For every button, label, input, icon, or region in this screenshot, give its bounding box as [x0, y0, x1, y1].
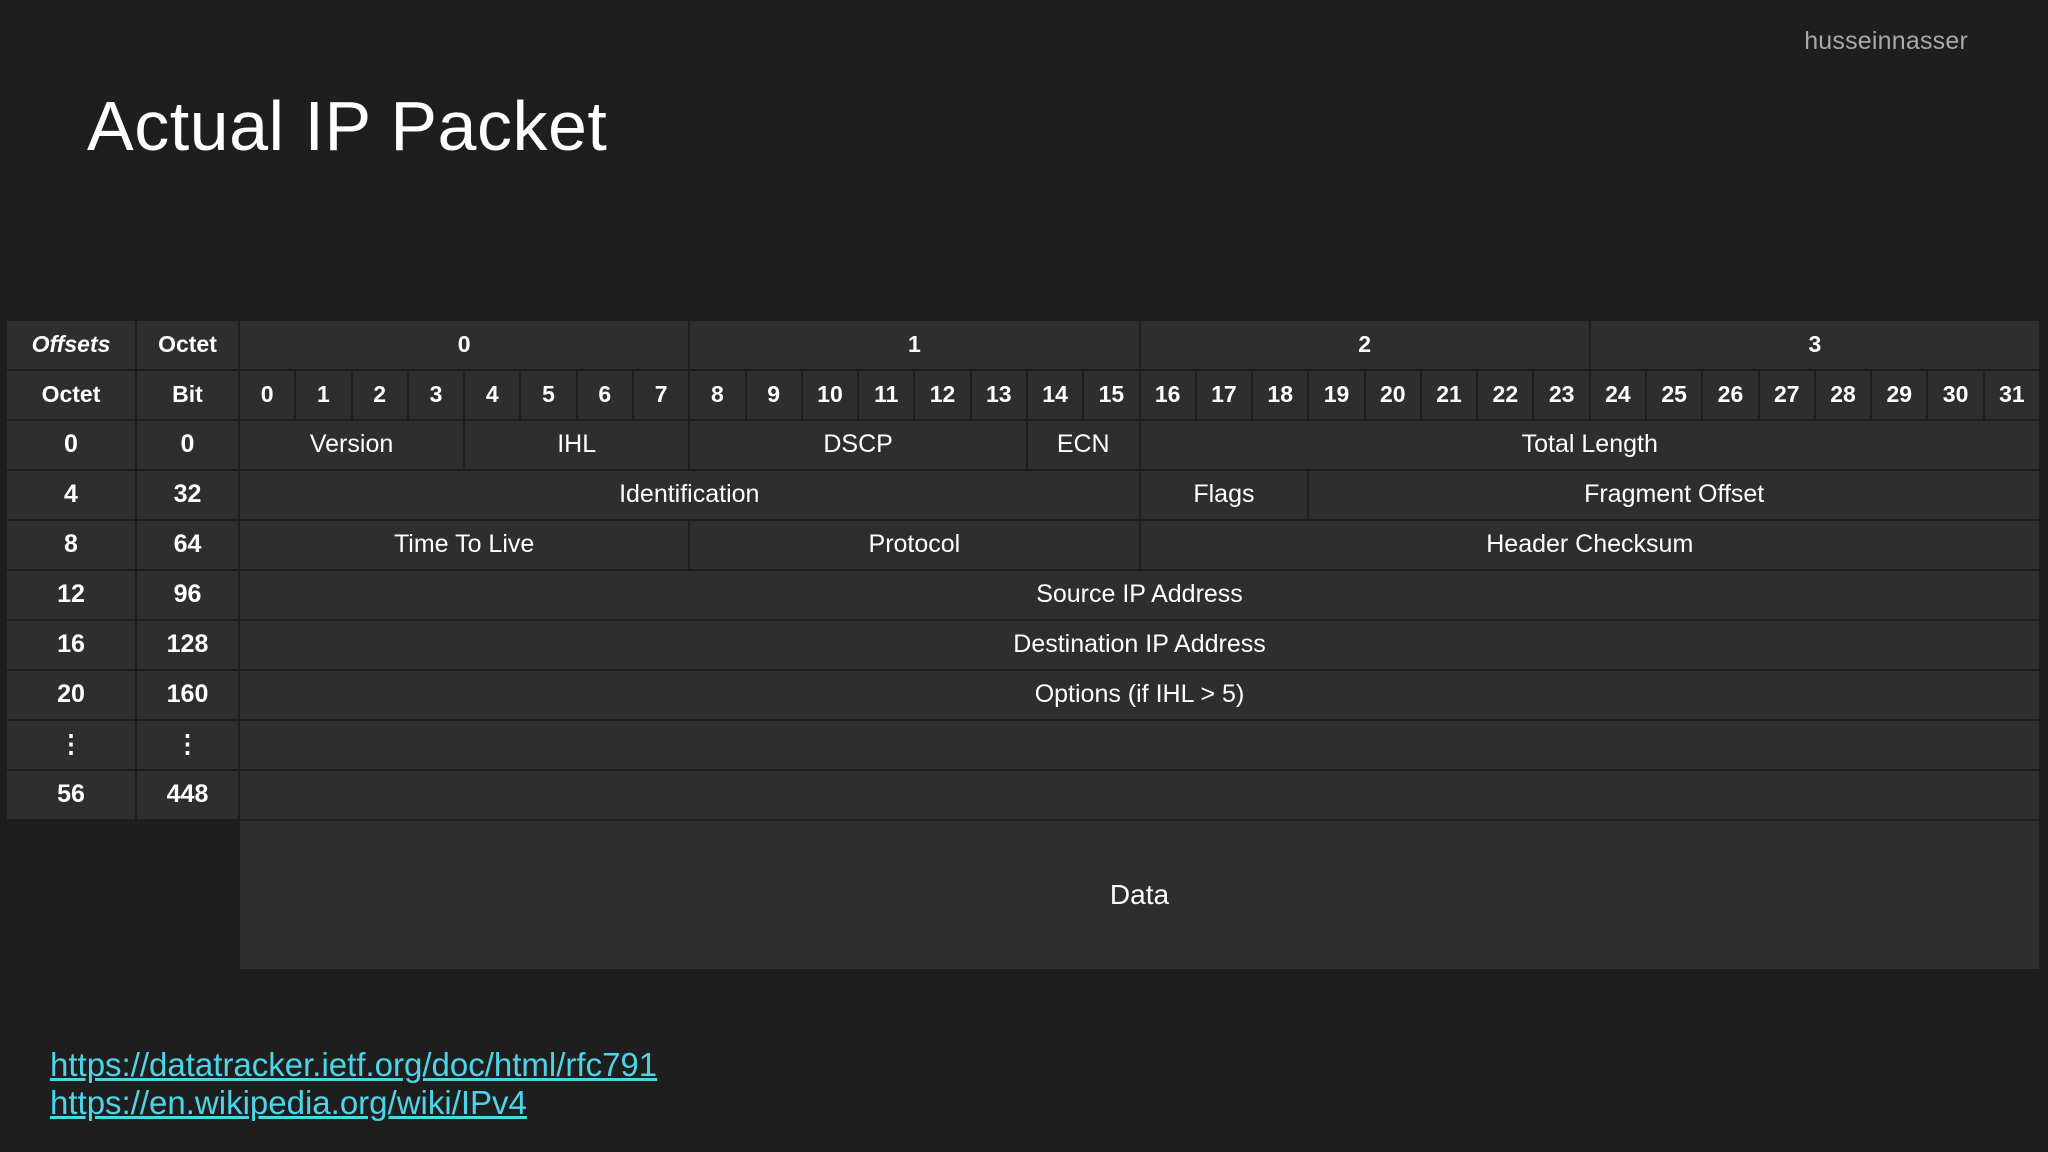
octet-group-3: 3: [1590, 321, 2039, 369]
header-bit-label: Bit: [137, 371, 238, 419]
row-octet-offset: 20: [7, 671, 135, 719]
header-octet-label: Octet: [137, 321, 238, 369]
bit-number-19: 19: [1309, 371, 1364, 419]
bit-number-2: 2: [352, 371, 407, 419]
bit-number-8: 8: [690, 371, 745, 419]
field-version: Version: [240, 421, 464, 469]
bit-number-21: 21: [1421, 371, 1477, 419]
field-ecn: ECN: [1027, 421, 1139, 469]
octet-group-0: 0: [240, 321, 689, 369]
bit-number-24: 24: [1590, 371, 1646, 419]
bit-number-20: 20: [1365, 371, 1420, 419]
field-empty-6-0: [240, 721, 2039, 769]
bit-number-3: 3: [408, 371, 464, 419]
reference-links: https://datatracker.ietf.org/doc/html/rf…: [50, 1046, 657, 1121]
row-bit-offset: 448: [137, 771, 238, 819]
bit-number-6: 6: [577, 371, 632, 419]
row-bit-offset: 160: [137, 671, 238, 719]
field-fragment-offset: Fragment Offset: [1309, 471, 2039, 519]
bit-number-26: 26: [1703, 371, 1758, 419]
bit-number-15: 15: [1084, 371, 1139, 419]
field-identification: Identification: [240, 471, 1139, 519]
row-bit-offset: ⋮: [137, 721, 238, 769]
table-row: ⋮⋮: [7, 721, 2039, 769]
bit-number-17: 17: [1196, 371, 1252, 419]
field-source-ip-address: Source IP Address: [240, 571, 2039, 619]
octet-group-1: 1: [690, 321, 1139, 369]
bit-number-7: 7: [633, 371, 689, 419]
field-flags: Flags: [1140, 471, 1308, 519]
bit-number-12: 12: [915, 371, 970, 419]
watermark-username: husseinnasser: [1804, 27, 1968, 55]
row-octet-offset: 16: [7, 621, 135, 669]
bit-number-18: 18: [1253, 371, 1308, 419]
bit-number-31: 31: [1984, 371, 2039, 419]
field-options-if-ihl-5: Options (if IHL > 5): [240, 671, 2039, 719]
row-bit-offset: 0: [137, 421, 238, 469]
header-octet-sublabel: Octet: [7, 371, 135, 419]
bit-number-27: 27: [1759, 371, 1814, 419]
bit-number-23: 23: [1534, 371, 1589, 419]
link-wikipedia-ipv4[interactable]: https://en.wikipedia.org/wiki/IPv4: [50, 1083, 527, 1121]
page-title: Actual IP Packet: [87, 87, 608, 165]
field-destination-ip-address: Destination IP Address: [240, 621, 2039, 669]
row-bit-offset: 128: [137, 621, 238, 669]
data-row-bit-spacer: [137, 821, 238, 969]
field-ihl: IHL: [465, 421, 689, 469]
bit-number-16: 16: [1140, 371, 1195, 419]
bit-number-0: 0: [240, 371, 295, 419]
row-octet-offset: 8: [7, 521, 135, 569]
field-dscp: DSCP: [690, 421, 1026, 469]
bit-number-25: 25: [1647, 371, 1702, 419]
row-bit-offset: 96: [137, 571, 238, 619]
bit-number-10: 10: [802, 371, 858, 419]
table-row-data: Data: [7, 821, 2039, 969]
row-octet-offset: ⋮: [7, 721, 135, 769]
bit-number-30: 30: [1928, 371, 1983, 419]
bit-number-29: 29: [1872, 371, 1927, 419]
field-protocol: Protocol: [690, 521, 1139, 569]
row-octet-offset: 4: [7, 471, 135, 519]
field-empty-7-0: [240, 771, 2039, 819]
bit-number-14: 14: [1027, 371, 1083, 419]
row-octet-offset: 0: [7, 421, 135, 469]
link-rfc791[interactable]: https://datatracker.ietf.org/doc/html/rf…: [50, 1046, 658, 1083]
data-row-offset-spacer: [7, 821, 135, 969]
row-octet-offset: 12: [7, 571, 135, 619]
bit-number-11: 11: [859, 371, 914, 419]
bit-number-22: 22: [1478, 371, 1533, 419]
row-octet-offset: 56: [7, 771, 135, 819]
row-bit-offset: 64: [137, 521, 238, 569]
field-time-to-live: Time To Live: [240, 521, 689, 569]
bit-number-5: 5: [521, 371, 576, 419]
field-data: Data: [240, 821, 2039, 969]
octet-group-2: 2: [1140, 321, 1589, 369]
bit-number-9: 9: [746, 371, 801, 419]
bit-number-1: 1: [296, 371, 351, 419]
field-total-length: Total Length: [1140, 421, 2039, 469]
header-offsets-label: Offsets: [7, 321, 135, 369]
bit-number-28: 28: [1815, 371, 1871, 419]
field-header-checksum: Header Checksum: [1140, 521, 2039, 569]
row-bit-offset: 32: [137, 471, 238, 519]
bit-number-4: 4: [465, 371, 520, 419]
bit-number-13: 13: [971, 371, 1026, 419]
